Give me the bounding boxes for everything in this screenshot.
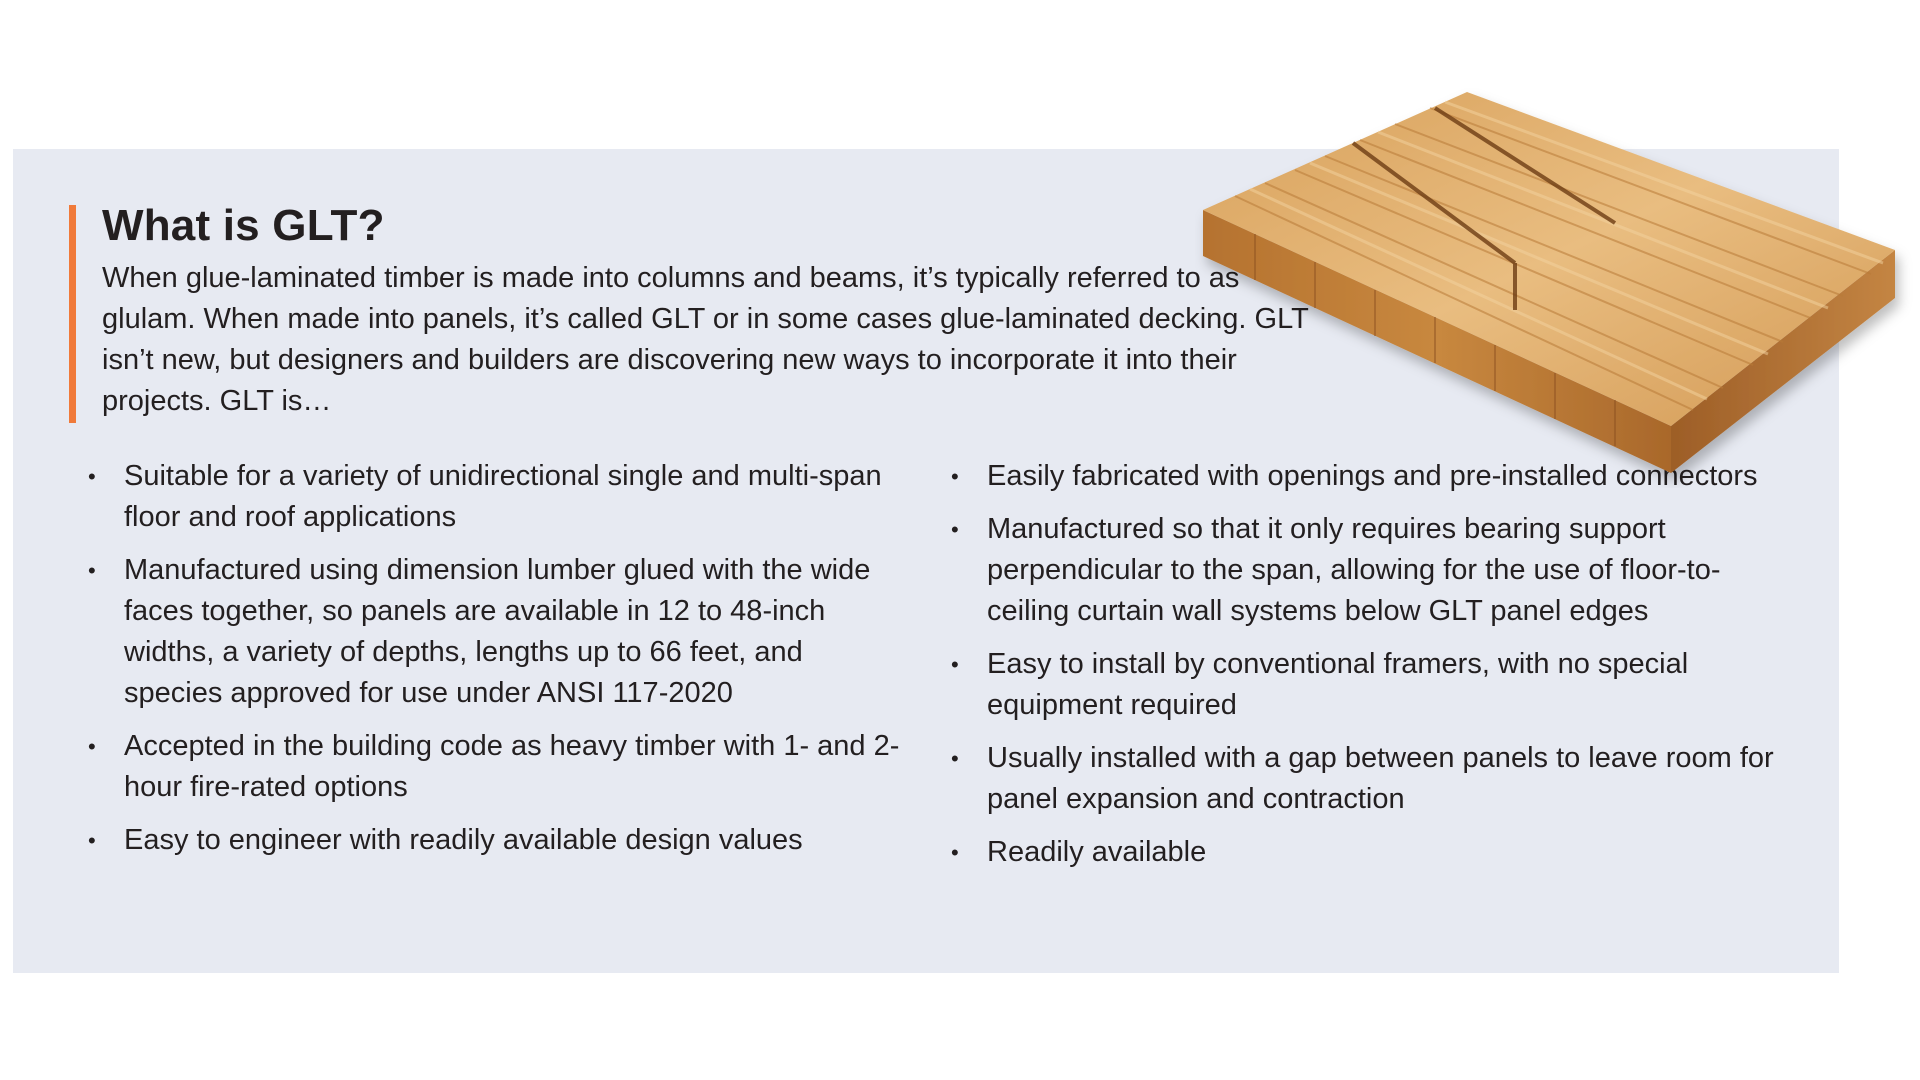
bullet-icon: •	[951, 652, 959, 677]
list-item: • Easy to install by conventional framers…	[951, 644, 1801, 726]
list-item-text: Manufactured so that it only requires be…	[987, 513, 1721, 627]
list-item: • Easily fabricated with openings and pre…	[951, 456, 1801, 497]
page-title: What is GLT?	[102, 201, 385, 250]
bullet-icon: •	[951, 746, 959, 771]
bullet-icon: •	[88, 734, 96, 759]
list-item-text: Readily available	[987, 836, 1207, 868]
bullet-icon: •	[88, 558, 96, 583]
accent-bar	[69, 205, 76, 423]
right-bullet-list: • Easily fabricated with openings and pre…	[951, 456, 1801, 885]
list-item: • Manufactured using dimension lumber glu…	[88, 550, 908, 714]
list-item-text: Usually installed with a gap between pan…	[987, 742, 1774, 815]
list-item: • Readily available	[951, 832, 1801, 873]
bullet-icon: •	[88, 464, 96, 489]
list-item-text: Suitable for a variety of unidirectional…	[124, 460, 882, 533]
list-item: • Usually installed with a gap between pa…	[951, 738, 1801, 820]
list-item-text: Easy to engineer with readily available …	[124, 824, 803, 856]
list-item-text: Accepted in the building code as heavy t…	[124, 730, 900, 803]
list-item: • Suitable for a variety of unidirectiona…	[88, 456, 908, 538]
list-item: • Easy to engineer with readily available…	[88, 820, 908, 861]
list-item-text: Manufactured using dimension lumber glue…	[124, 554, 871, 709]
bullet-icon: •	[951, 840, 959, 865]
list-item: • Accepted in the building code as heavy …	[88, 726, 908, 808]
left-bullet-list: • Suitable for a variety of unidirectiona…	[88, 456, 908, 873]
bullet-icon: •	[951, 464, 959, 489]
bullet-icon: •	[88, 828, 96, 853]
bullet-icon: •	[951, 517, 959, 542]
list-item-text: Easy to install by conventional framers,…	[987, 648, 1689, 721]
list-item: • Manufactured so that it only requires b…	[951, 509, 1801, 632]
glt-panel-icon	[1203, 92, 1895, 473]
intro-paragraph: When glue-laminated timber is made into …	[102, 262, 1309, 417]
list-item-text: Easily fabricated with openings and pre-…	[987, 460, 1758, 492]
